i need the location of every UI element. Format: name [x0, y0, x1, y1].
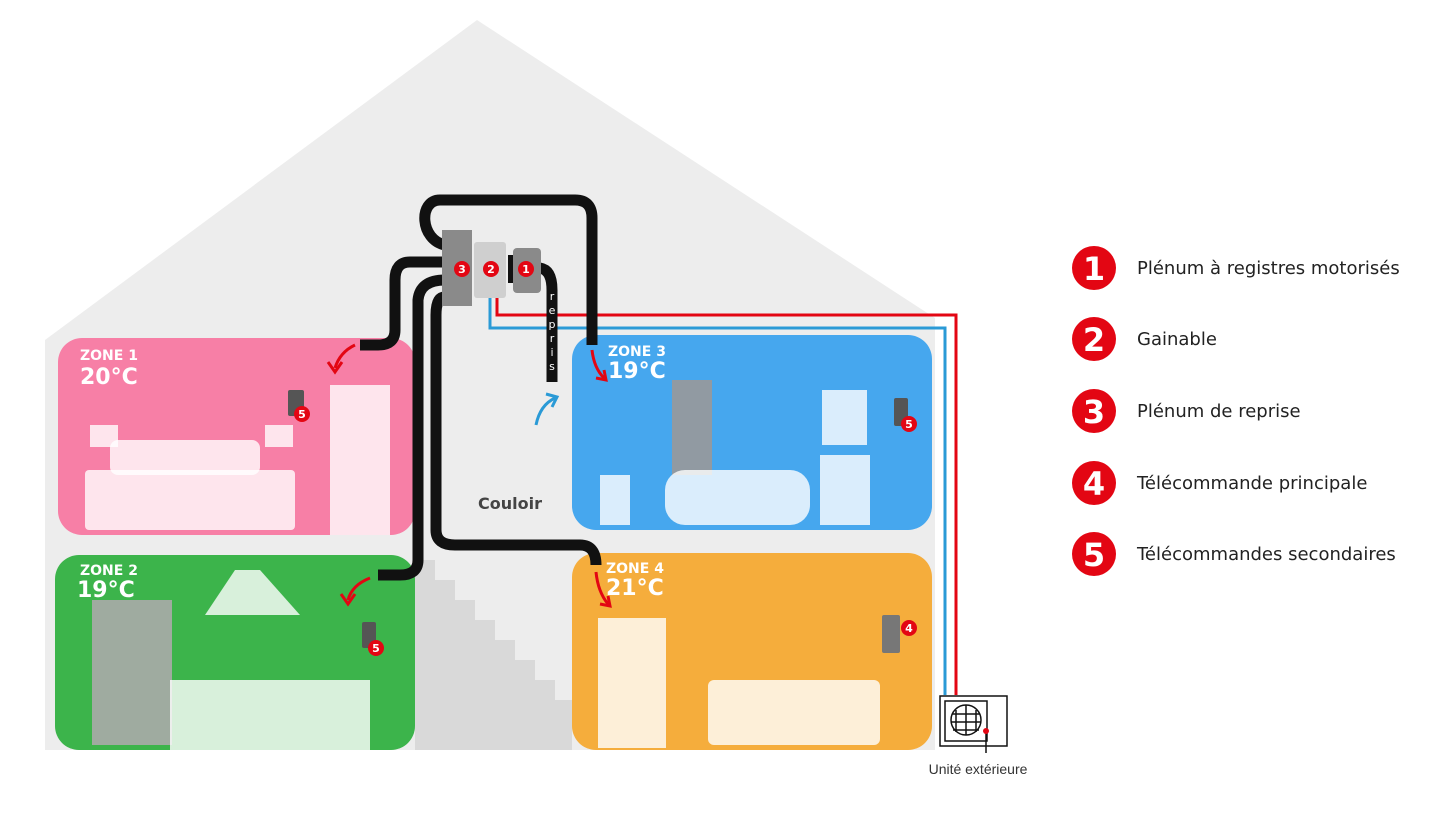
return-label: repris [549, 290, 556, 373]
svg-text:r: r [550, 290, 555, 303]
outdoor-unit [939, 695, 1008, 753]
zone-temperature: 19°C [77, 578, 135, 603]
legend: 1 Plénum à registres motorisés 2 Gainabl… [1072, 246, 1400, 576]
zone-temperature: 21°C [606, 576, 664, 601]
svg-text:3: 3 [1083, 393, 1105, 431]
legend-item: 2 Gainable [1072, 317, 1217, 361]
zone-1: ZONE 1 20°C [58, 338, 415, 535]
svg-text:4: 4 [1083, 465, 1105, 503]
corridor-label: Couloir [478, 494, 542, 513]
refrigerant-pipe-cold [488, 298, 947, 695]
legend-item: 4 Télécommande principale [1072, 461, 1367, 505]
refrigerant-pipe-hot [495, 298, 958, 695]
staircase [415, 560, 572, 750]
svg-text:5: 5 [298, 408, 306, 421]
zone-label: ZONE 1 [80, 348, 138, 364]
svg-text:Télécommandes secondaires: Télécommandes secondaires [1136, 544, 1396, 565]
svg-text:3: 3 [458, 263, 466, 276]
zone-label: ZONE 2 [80, 563, 138, 579]
svg-text:5: 5 [905, 418, 913, 431]
svg-text:Plénum à registres motorisés: Plénum à registres motorisés [1137, 258, 1400, 279]
svg-text:5: 5 [1083, 536, 1105, 574]
svg-text:Télécommande principale: Télécommande principale [1136, 473, 1367, 494]
svg-text:Gainable: Gainable [1137, 329, 1217, 350]
zone-4: ZONE 4 21°C [572, 553, 932, 750]
svg-text:2: 2 [487, 263, 495, 276]
zone-temperature: 19°C [608, 359, 666, 384]
svg-text:e: e [549, 304, 556, 317]
duct-zone-2 [378, 274, 446, 581]
legend-item: 5 Télécommandes secondaires [1072, 532, 1396, 576]
duct-zone-1 [360, 256, 445, 351]
svg-text:1: 1 [522, 263, 530, 276]
legend-item: 1 Plénum à registres motorisés [1072, 246, 1400, 290]
return-duct [538, 262, 558, 382]
airflow-arrows [326, 343, 612, 608]
svg-text:i: i [550, 346, 553, 359]
svg-text:p: p [549, 318, 556, 331]
zone-2: ZONE 2 19°C [55, 555, 415, 750]
diagram-badges: 3 2 1 5 5 5 4 [294, 261, 917, 656]
zone-label: ZONE 4 [606, 561, 664, 577]
zone-3: ZONE 3 19°C [572, 335, 932, 530]
zone-temperature: 20°C [80, 365, 138, 390]
zone-label: ZONE 3 [608, 344, 666, 360]
svg-text:Plénum de reprise: Plénum de reprise [1137, 401, 1301, 422]
svg-text:s: s [549, 360, 555, 373]
outdoor-unit-label: Unité extérieure [929, 761, 1028, 777]
svg-text:5: 5 [372, 642, 380, 655]
duct-zone-3 [419, 194, 598, 345]
svg-text:4: 4 [905, 622, 913, 635]
svg-text:r: r [550, 332, 555, 345]
legend-item: 3 Plénum de reprise [1072, 389, 1301, 433]
svg-text:1: 1 [1083, 250, 1105, 288]
duct-zone-4 [430, 291, 602, 566]
svg-text:2: 2 [1083, 321, 1105, 359]
return-arrow [534, 392, 560, 426]
